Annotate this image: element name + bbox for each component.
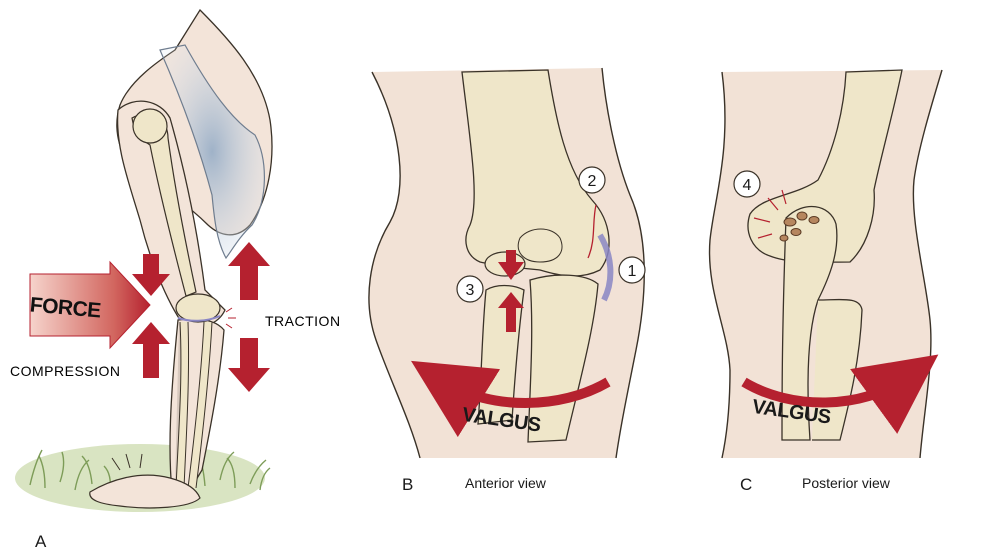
- traction-arrow-down: [228, 338, 270, 392]
- traction-arrows: [228, 242, 270, 392]
- panel-a: FORCE COMPRESSION TRACTION A: [10, 8, 341, 551]
- ulna-bone: [188, 321, 212, 489]
- panel-c-letter: C: [740, 475, 752, 494]
- svg-text:3: 3: [466, 282, 475, 299]
- svg-text:4: 4: [743, 177, 752, 194]
- radius-bone: [176, 321, 189, 489]
- olecranon: [781, 205, 838, 441]
- compression-arrows: [132, 254, 170, 378]
- panel-c: VALGUS 4 C Posterior view: [708, 69, 943, 494]
- panel-a-letter: A: [35, 532, 47, 551]
- capitellar-compression-arrows: [498, 250, 524, 332]
- panel-b: VALGUS 1 2 3 B Anterior view: [368, 67, 646, 494]
- svg-text:1: 1: [628, 263, 637, 280]
- humerus-posterior: [747, 69, 903, 263]
- panel-b-letter: B: [402, 475, 413, 494]
- svg-text:2: 2: [588, 173, 597, 190]
- medial-epicondyle-avulsion-line: [587, 204, 597, 259]
- panel-c-caption: Posterior view: [802, 475, 891, 491]
- marker-1: 1: [618, 256, 646, 284]
- compression-label: COMPRESSION: [10, 363, 121, 379]
- force-arrow: [29, 260, 151, 350]
- valgus-arc-b: [411, 360, 611, 438]
- marker-3: 3: [456, 275, 484, 303]
- elbow-joint: [175, 293, 221, 323]
- traction-arrow-up: [228, 242, 270, 300]
- panel-b-caption: Anterior view: [465, 475, 547, 491]
- shirt-strap: [159, 44, 265, 260]
- valgus-arc-c: [741, 354, 939, 434]
- marker-2: 2: [578, 166, 606, 194]
- compression-arrow-up: [132, 322, 170, 378]
- traction-label: TRACTION: [265, 313, 341, 329]
- posteromedial-impingement-spurs: [779, 211, 820, 242]
- medial-collateral-ligament: [597, 233, 614, 302]
- marker-4: 4: [733, 170, 761, 198]
- compression-arrow-down: [132, 254, 170, 296]
- hand: [89, 474, 201, 509]
- humerus-bone: [131, 113, 197, 297]
